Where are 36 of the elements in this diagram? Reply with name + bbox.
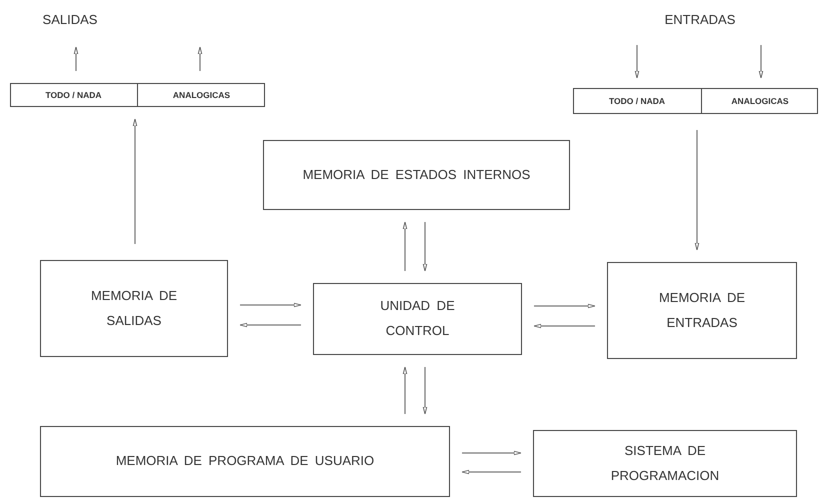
signal-bar	[573, 88, 818, 114]
box-label: UNIDAD DE CONTROL	[379, 297, 456, 340]
process-box	[40, 260, 228, 357]
box-label: SISTEMA DE PROGRAMACION	[610, 442, 720, 484]
arrow	[402, 222, 408, 272]
process-box	[533, 430, 797, 497]
box-label: ANALOGICAS	[172, 90, 230, 100]
arrow	[74, 46, 78, 72]
box-label: TODO / NADA	[45, 90, 102, 100]
arrow	[694, 130, 700, 250]
process-box	[40, 426, 450, 497]
arrow	[402, 366, 408, 414]
arrow	[534, 324, 596, 328]
arrow	[198, 46, 202, 72]
signal-bar	[10, 83, 265, 107]
arrow	[634, 44, 640, 78]
box-label: ANALOGICAS	[731, 96, 789, 106]
arrow	[462, 470, 522, 474]
arrow	[422, 222, 428, 272]
box-label: MEMORIA DE ESTADOS INTERNOS	[302, 166, 530, 184]
box-label: MEMORIA DE ENTRADAS	[658, 288, 746, 332]
heading: ENTRADAS	[664, 12, 736, 27]
arrow	[132, 118, 138, 244]
process-box	[263, 140, 570, 210]
process-box	[313, 283, 522, 355]
arrow	[422, 366, 428, 414]
arrow	[240, 322, 302, 328]
process-box	[607, 262, 797, 359]
heading: SALIDAS	[42, 12, 98, 27]
box-label: TODO / NADA	[608, 96, 666, 106]
arrow	[240, 302, 302, 308]
arrow	[534, 304, 596, 308]
arrow	[758, 44, 764, 78]
box-label: MEMORIA DE SALIDAS	[90, 286, 178, 330]
arrow	[462, 450, 522, 456]
box-label: MEMORIA DE PROGRAMA DE USUARIO	[116, 452, 374, 470]
